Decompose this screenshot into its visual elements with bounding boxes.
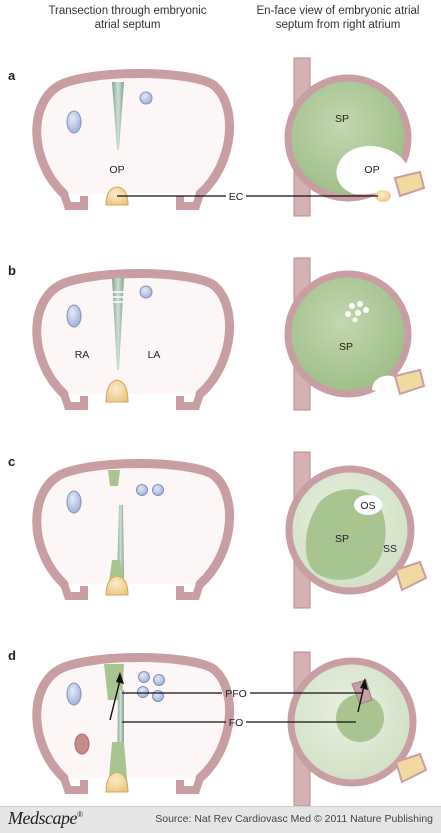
panel-b-endocardial-cushion bbox=[105, 379, 129, 403]
panel-d-endocardial-cushion bbox=[105, 771, 129, 793]
source-credit: Source: Nat Rev Cardiovasc Med © 2011 Na… bbox=[155, 813, 433, 825]
medscape-logo: Medscape® bbox=[8, 808, 83, 829]
panel-d-vessel-stub bbox=[394, 752, 428, 784]
panel-b: b RA LA bbox=[8, 257, 426, 411]
panel-d-shunt-arrow bbox=[109, 672, 124, 721]
panel-a-septum-primum bbox=[112, 82, 124, 150]
panel-d-pulmonary-vein-1 bbox=[138, 671, 150, 683]
panel-c-vein bbox=[66, 490, 82, 514]
panel-b-vein bbox=[66, 304, 82, 328]
panel-d-callout-fo: FO bbox=[229, 717, 244, 729]
panel-b-label-sp: SP bbox=[339, 341, 353, 353]
diagram-svg: a OP SP OP EC b bbox=[8, 57, 428, 806]
panel-d-atrium-outline bbox=[32, 653, 234, 783]
panel-c-endocardial-cushion bbox=[105, 575, 129, 596]
panel-a-ostium-primum bbox=[336, 146, 408, 195]
panel-b-letter: b bbox=[8, 263, 16, 278]
panel-b-ostium-primum-small bbox=[372, 375, 399, 394]
footer-bar: Medscape® Source: Nat Rev Cardiovasc Med… bbox=[0, 806, 441, 833]
panel-c-pulmonary-vein-2 bbox=[152, 484, 164, 496]
panel-a-vessel-stub bbox=[393, 170, 426, 198]
panel-a-cushion-enface bbox=[375, 190, 391, 202]
panel-b-vessel-stub bbox=[393, 368, 426, 396]
panel-b-fenestrations bbox=[112, 291, 124, 303]
panel-c-letter: c bbox=[8, 454, 15, 469]
panel-b-atrium-outline bbox=[32, 269, 234, 399]
panel-c-pulmonary-vein-1 bbox=[136, 484, 148, 496]
panel-a-left-outflow bbox=[60, 192, 88, 210]
panel-d-fossa-ovalis bbox=[336, 694, 384, 742]
panel-c-septum-primum bbox=[117, 505, 124, 578]
panel-a-atrium-outline bbox=[32, 69, 234, 199]
panel-d-left-outflow bbox=[60, 776, 88, 794]
panel-c-right-outflow bbox=[176, 582, 204, 600]
panel-d-vein bbox=[66, 682, 82, 706]
panel-b-label-ra: RA bbox=[75, 349, 90, 361]
right-column-header: En-face view of embryonic atrial septum … bbox=[256, 5, 420, 31]
panel-c: c OS SP SS bbox=[8, 451, 428, 609]
panel-d-letter: d bbox=[8, 648, 16, 663]
panel-d-pulmonary-vein-4 bbox=[152, 690, 164, 702]
panel-d-pulmonary-vein-2 bbox=[153, 674, 165, 686]
brand-text: Medscape bbox=[8, 808, 77, 828]
panel-a-letter: a bbox=[8, 68, 16, 83]
panel-d-coronary-sinus bbox=[74, 733, 90, 755]
panel-d-callout-pfo: PFO bbox=[225, 688, 247, 700]
panel-a-label-sp: SP bbox=[335, 113, 349, 125]
panel-d: d bbox=[8, 648, 428, 806]
panel-b-ostium-secundum-perforations bbox=[345, 301, 369, 323]
panel-a-callout-ec: EC bbox=[229, 191, 244, 203]
panel-b-label-la: LA bbox=[148, 349, 161, 361]
panel-b-enface-atrium bbox=[284, 270, 412, 398]
panel-c-ostium-secundum bbox=[354, 495, 382, 515]
panel-a: a OP SP OP EC bbox=[8, 57, 426, 217]
panel-c-label-sp: SP bbox=[335, 533, 349, 545]
panel-c-septum-secundum bbox=[108, 470, 120, 486]
panel-c-label-ss: SS bbox=[383, 543, 397, 555]
panel-b-pulmonary-vein bbox=[139, 285, 153, 299]
panel-a-right-outflow bbox=[176, 192, 204, 210]
panel-d-right-outflow bbox=[176, 776, 204, 794]
panel-b-right-outflow bbox=[176, 392, 204, 410]
panel-d-pulmonary-vein-3 bbox=[137, 686, 149, 698]
panel-c-atrium-outline bbox=[32, 459, 234, 589]
left-column-header: Transection through embryonic atrial sep… bbox=[48, 5, 207, 31]
panel-b-left-outflow bbox=[60, 392, 88, 410]
registered-mark: ® bbox=[76, 810, 83, 819]
panel-b-septum-primum bbox=[112, 278, 124, 370]
panel-a-label-op-enface: OP bbox=[364, 164, 379, 176]
panel-a-label-op: OP bbox=[109, 164, 124, 176]
panel-a-vein bbox=[66, 110, 82, 134]
panel-c-label-os: OS bbox=[360, 500, 375, 512]
panel-a-pulmonary-vein bbox=[139, 91, 153, 105]
panel-c-vessel-stub bbox=[394, 560, 428, 592]
panel-c-left-outflow bbox=[60, 582, 88, 600]
panel-d-pfo-arrow bbox=[357, 678, 368, 713]
